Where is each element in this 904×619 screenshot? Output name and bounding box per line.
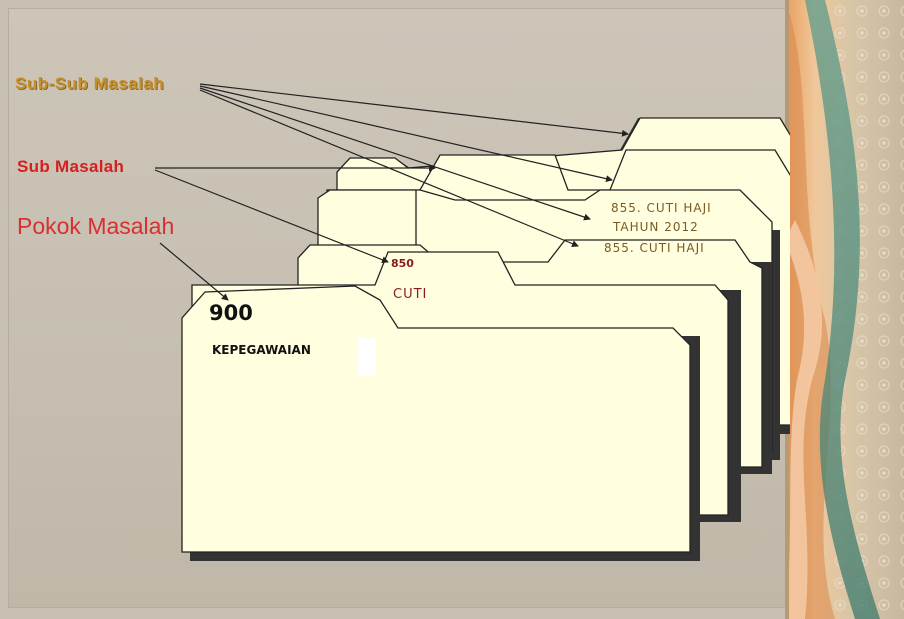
strip-teal-ribbon (805, 0, 880, 619)
folder-sub-sub-a-line2: TAHUN 2012 (613, 220, 699, 234)
folder-pokok-code: 900 (209, 301, 253, 325)
arrows-sub (154, 164, 436, 264)
folder-sub-code: 850 (391, 257, 414, 270)
folder-sub-sub-a-line1: 855. CUTI HAJI (611, 201, 712, 215)
folder-diagram (154, 83, 790, 561)
white-patch (358, 338, 376, 376)
arrow-pokok (159, 242, 229, 301)
folder-sub-sub-b-line1: 855. CUTI HAJI (604, 241, 705, 255)
label-pokok-masalah: Pokok Masalah (17, 213, 175, 239)
folder-pokok (181, 285, 700, 561)
label-sub-masalah: Sub Masalah (17, 157, 125, 176)
folder-sub-name: CUTI (393, 287, 428, 302)
label-sub-sub-masalah: Sub-Sub Masalah (15, 74, 165, 93)
decorative-floral-strip (785, 0, 904, 619)
folder-pokok-name: KEPEGAWAIAN (212, 343, 311, 357)
strip-peach-ribbon (785, 220, 823, 619)
